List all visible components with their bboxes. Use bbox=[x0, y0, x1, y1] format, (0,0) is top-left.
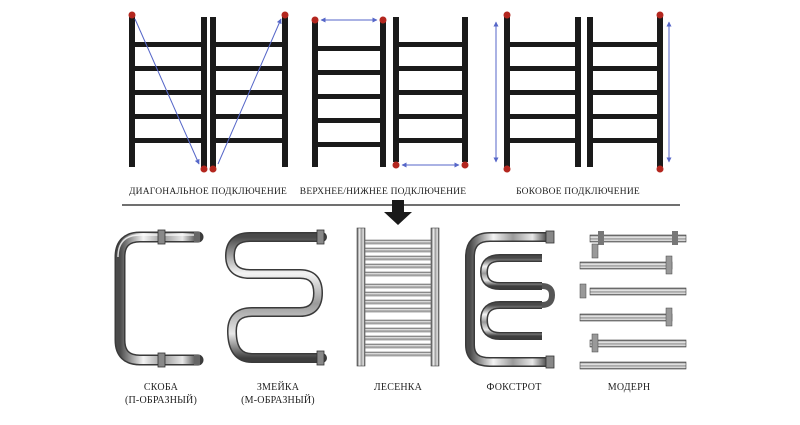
zmeyka-label: ЗМЕЙКА bbox=[257, 381, 300, 393]
ladder-top-connection bbox=[312, 22, 386, 167]
skoba-sublabel: (П-ОБРАЗНЫЙ) bbox=[125, 394, 197, 406]
top-bottom-connection-label: ВЕРХНЕЕ/НИЖНЕЕ ПОДКЛЮЧЕНИЕ bbox=[300, 187, 466, 197]
fokstrot-label: ФОКСТРОТ bbox=[486, 382, 541, 393]
connection-points bbox=[311, 16, 469, 169]
towel-rail-modern bbox=[579, 231, 687, 370]
down-arrow-icon bbox=[384, 200, 412, 225]
towel-rail-zmeyka bbox=[224, 229, 327, 366]
side-flow-arrows bbox=[493, 21, 672, 163]
towel-rail-skoba bbox=[114, 229, 204, 368]
ladder-side-left bbox=[504, 17, 581, 167]
modern-label: МОДЕРН bbox=[608, 382, 651, 393]
top-bottom-connection-scheme: ВЕРХНЕЕ/НИЖНЕЕ ПОДКЛЮЧЕНИЕ bbox=[300, 16, 469, 197]
skoba-label: СКОБА bbox=[144, 382, 179, 393]
connection-points bbox=[128, 11, 289, 173]
section-divider bbox=[122, 200, 680, 225]
side-connection-label: БОКОВОЕ ПОДКЛЮЧЕНИЕ bbox=[516, 187, 640, 197]
ladder-side-right bbox=[587, 17, 663, 167]
towel-rail-lesenka bbox=[356, 227, 440, 367]
diagonal-connection-label: ДИАГОНАЛЬНОЕ ПОДКЛЮЧЕНИЕ bbox=[129, 187, 287, 197]
towel-rail-fokstrot bbox=[465, 230, 556, 369]
diagonal-connection-scheme: ДИАГОНАЛЬНОЕ ПОДКЛЮЧЕНИЕ bbox=[128, 11, 289, 197]
ladder-diagonal-left bbox=[129, 17, 207, 167]
diagonal-flow-arrows bbox=[134, 18, 282, 165]
connection-points bbox=[503, 11, 664, 173]
ladder-bottom-connection bbox=[393, 17, 468, 162]
zmeyka-sublabel: (М-ОБРАЗНЫЙ) bbox=[241, 394, 315, 406]
lesenka-label: ЛЕСЕНКА bbox=[374, 382, 423, 393]
top-bottom-flow-arrows bbox=[320, 17, 460, 168]
side-connection-scheme: БОКОВОЕ ПОДКЛЮЧЕНИЕ bbox=[493, 11, 672, 197]
